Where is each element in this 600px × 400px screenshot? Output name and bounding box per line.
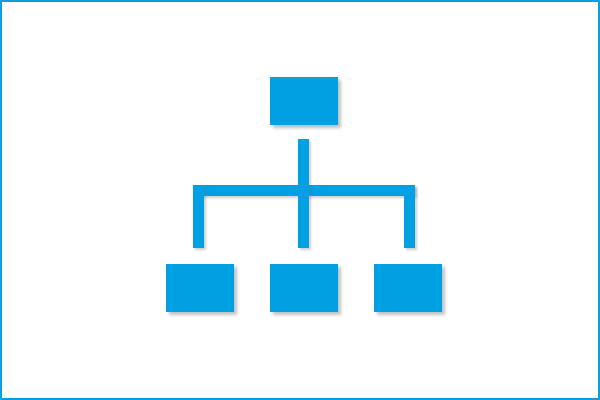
connector-root-stem: [298, 139, 309, 187]
child-node-left: [166, 264, 234, 312]
root-node: [270, 77, 338, 125]
child-node-center: [270, 264, 338, 312]
child-node-right: [374, 264, 442, 312]
connector-right-drop: [404, 185, 415, 248]
connector-center-drop: [298, 185, 309, 248]
connector-left-drop: [193, 185, 204, 248]
